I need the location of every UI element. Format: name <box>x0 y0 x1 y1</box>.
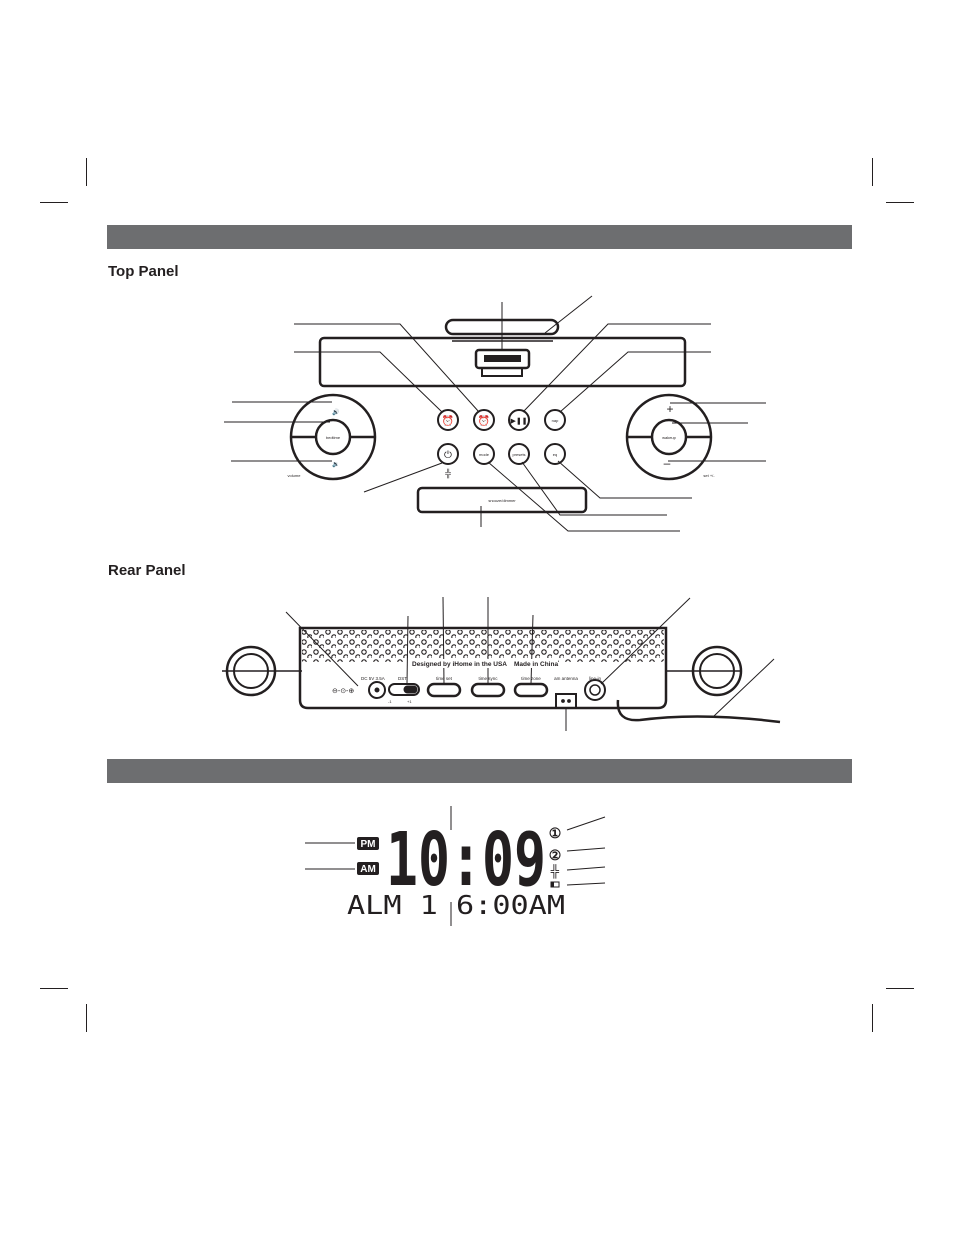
play-pause-button[interactable] <box>508 409 530 431</box>
snooze-dimmer-bar[interactable] <box>416 486 588 514</box>
line-in-jack[interactable] <box>584 679 606 701</box>
line-in-label: line-in <box>589 676 602 681</box>
power-icon: ⏻ <box>444 450 452 461</box>
crop-mark <box>886 988 914 989</box>
crop-mark <box>40 988 68 989</box>
power-button[interactable] <box>437 443 459 465</box>
alarm-line: ALM 1 6:00AM <box>347 891 565 921</box>
dock-connector <box>474 348 531 370</box>
ihome-sync-icon: ╬ <box>445 468 451 479</box>
dst-plus-label: +1 <box>407 699 412 704</box>
crop-mark <box>886 202 914 203</box>
nap-button[interactable] <box>544 409 566 431</box>
am-indicator <box>357 862 379 875</box>
clock-time: 10:09 <box>386 817 546 903</box>
rear-panel-title: Rear Panel <box>108 562 186 579</box>
right-foot <box>691 645 743 697</box>
alarm-2-icon: ⏰ <box>478 414 490 427</box>
mode-button[interactable] <box>473 443 495 465</box>
left-foot <box>225 645 277 697</box>
alarm-1-button[interactable] <box>437 409 459 431</box>
time-sync-label: time sync <box>478 676 498 681</box>
line-in-cable <box>616 699 781 724</box>
dst-minus-label: -1 <box>388 699 392 704</box>
eq-button[interactable] <box>544 443 566 465</box>
time-set-button[interactable] <box>426 682 462 698</box>
dst-switch[interactable] <box>388 683 420 696</box>
lcd-display <box>357 837 379 875</box>
minus-label: – <box>664 456 671 470</box>
dc-power-jack[interactable] <box>368 681 386 699</box>
section-band-display <box>107 759 852 783</box>
alarm-2-button[interactable] <box>473 409 495 431</box>
ihome-sync-icon: ╬ <box>551 864 560 879</box>
top-panel-title: Top Panel <box>108 263 179 280</box>
top-panel-icons: 🔊 🔉 + – ⏰ ⏰ ▶❚❚ ⏻ ╬ <box>332 402 673 479</box>
rear-panel-body <box>298 626 668 710</box>
svg-text:🔉: 🔉 <box>332 461 339 468</box>
dc-polarity-icon: ⊖-⊙-⊕ <box>332 688 354 695</box>
rear-panel-diagram <box>222 596 781 731</box>
made-label: Made in China <box>514 661 558 668</box>
crop-mark <box>40 202 68 203</box>
wakeup-dial[interactable] <box>625 393 713 481</box>
time-set-label: time set <box>436 676 453 681</box>
alarm-2-icon: ② <box>549 847 562 863</box>
wakeup-label: wakeup <box>662 435 677 440</box>
crop-mark <box>872 1004 873 1032</box>
time-sync-button[interactable] <box>470 682 506 698</box>
alarm-1-icon: ⏰ <box>442 414 454 427</box>
am-label: AM <box>360 864 376 875</box>
am-antenna-label: am antenna <box>554 676 578 681</box>
volume-dial[interactable] <box>289 393 377 481</box>
snooze-label: snooze/dimmer <box>488 498 516 503</box>
alarm-1-icon: ① <box>549 825 562 841</box>
play-pause-icon: ▶❚❚ <box>510 417 527 425</box>
bedtime-label: bedtime <box>326 435 341 440</box>
am-antenna-port[interactable] <box>555 693 577 709</box>
callout-lines-top <box>224 295 766 532</box>
crop-mark <box>872 158 873 186</box>
svg-text:🔊: 🔊 <box>332 408 340 416</box>
plus-label: + <box>666 402 673 416</box>
section-band-top <box>107 225 852 249</box>
crop-mark <box>86 1004 87 1032</box>
time-zone-label: time zone <box>521 676 541 681</box>
nap-label: nap <box>552 418 559 423</box>
top-panel-diagram <box>224 295 766 532</box>
pm-indicator <box>357 837 379 850</box>
volume-label: volume <box>288 473 302 478</box>
presets-label: presets <box>512 452 525 457</box>
crop-mark <box>86 158 87 186</box>
time-zone-button[interactable] <box>513 682 549 698</box>
mode-label: mode <box>479 452 490 457</box>
pm-label: PM <box>361 839 376 850</box>
callout-lines-display <box>305 806 606 926</box>
presets-button[interactable] <box>508 443 530 465</box>
display-icons: ① ② ╬ <box>549 825 562 888</box>
designed-label: Designed by iHome in the USA <box>412 661 507 668</box>
set-label: set +/- <box>703 473 715 478</box>
dc-label: DC 5V 3.5A <box>361 676 385 681</box>
eq-label: eq <box>553 452 557 457</box>
dst-label: DST <box>398 676 407 681</box>
